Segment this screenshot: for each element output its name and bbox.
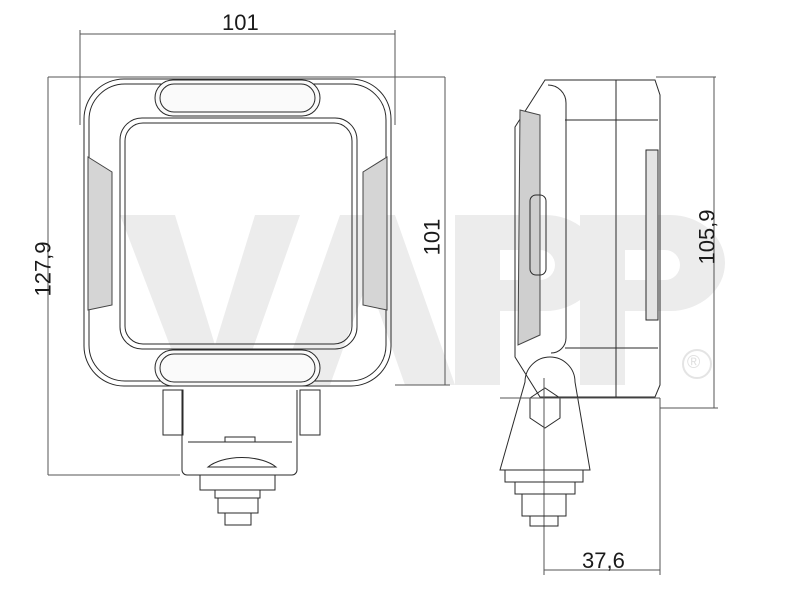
dimension-front-housing-height: 101 <box>419 218 445 256</box>
dimension-front-width: 101 <box>222 10 259 35</box>
registered-mark: ® <box>687 352 701 372</box>
dimension-side-depth: 37,6 <box>582 548 625 573</box>
dimension-front-total-height: 127,9 <box>30 241 56 297</box>
dimension-side-height: 105,9 <box>694 209 720 265</box>
